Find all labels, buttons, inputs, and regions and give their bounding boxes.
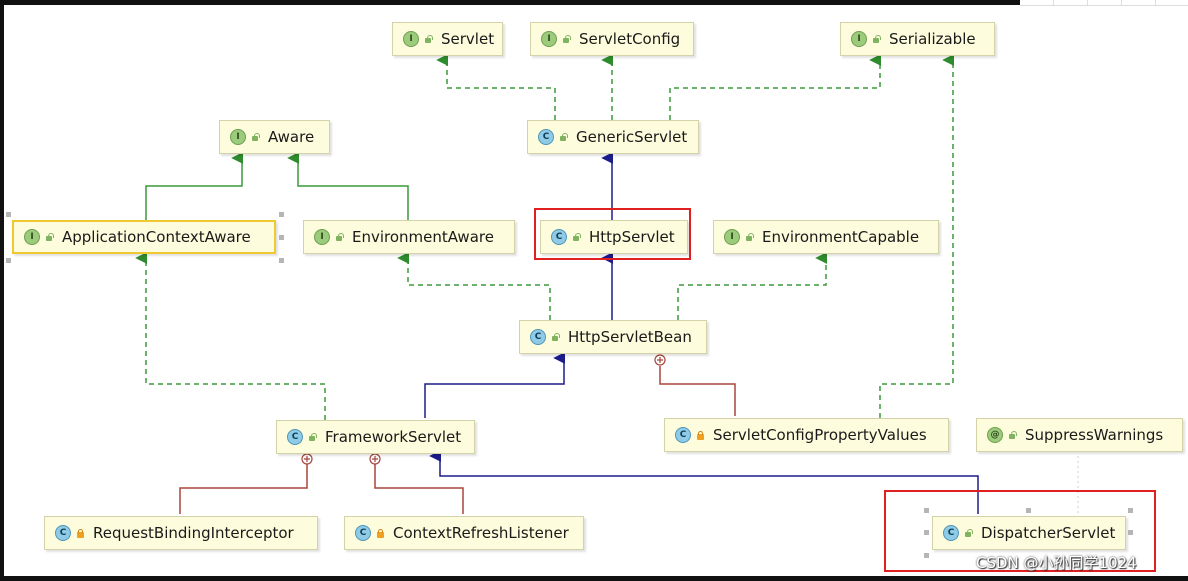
public-icon (424, 34, 433, 44)
class-icon: C (287, 429, 303, 445)
selection-handle[interactable] (924, 553, 929, 558)
private-icon (696, 430, 704, 440)
node-servlet[interactable]: I Servlet (392, 22, 503, 56)
node-aware[interactable]: I Aware (219, 120, 330, 154)
node-label: DispatcherServlet (981, 524, 1116, 542)
class-icon: C (675, 427, 691, 443)
public-icon (964, 528, 973, 538)
interface-icon: I (24, 229, 40, 245)
frame-top-border (0, 0, 1020, 5)
selection-handle[interactable] (1026, 508, 1031, 513)
frame-left-border (0, 0, 4, 581)
selection-handle[interactable] (6, 212, 11, 217)
class-icon: C (55, 525, 71, 541)
edge-generic-to-serializable (669, 54, 882, 120)
node-http-servlet-bean[interactable]: C HttpServletBean (519, 320, 707, 354)
node-environment-aware[interactable]: I EnvironmentAware (303, 220, 515, 254)
selection-handle[interactable] (924, 508, 929, 513)
interface-icon: I (314, 229, 330, 245)
node-generic-servlet[interactable]: C GenericServlet (527, 120, 699, 154)
node-label: ServletConfig (579, 30, 681, 48)
node-servlet-config[interactable]: I ServletConfig (530, 22, 694, 56)
edge-crl-inner-of-framework (374, 464, 464, 514)
node-serializable[interactable]: I Serializable (840, 22, 995, 56)
corner-grid (1020, 0, 1188, 6)
node-label: Aware (268, 128, 315, 146)
node-label: Servlet (441, 30, 495, 48)
public-icon (308, 432, 317, 442)
private-icon (376, 528, 384, 538)
interface-icon: I (724, 229, 740, 245)
inner-class-marker-bean (654, 354, 666, 366)
edge-rbi-inner-of-framework (179, 464, 308, 514)
node-http-servlet[interactable]: C HttpServlet (540, 220, 688, 254)
public-icon (872, 34, 881, 44)
interface-icon: I (230, 129, 246, 145)
node-dispatcher-servlet[interactable]: C DispatcherServlet (932, 516, 1126, 550)
class-icon: C (530, 329, 546, 345)
frame-bottom-border (0, 576, 1188, 581)
selection-handle[interactable] (279, 212, 284, 217)
interface-icon: I (851, 31, 867, 47)
node-label: HttpServletBean (568, 328, 692, 346)
node-label: GenericServlet (576, 128, 688, 146)
public-icon (1008, 430, 1017, 440)
node-environment-capable[interactable]: I EnvironmentCapable (713, 220, 939, 254)
interface-icon: I (403, 31, 419, 47)
edge-framework-to-bean (424, 352, 566, 418)
node-suppress-warnings[interactable]: @ SuppressWarnings (976, 418, 1183, 452)
edge-generic-to-servlet (436, 54, 556, 120)
public-icon (551, 332, 560, 342)
public-icon (559, 132, 568, 142)
watermark: CSDN @小孙同学1024 (976, 554, 1137, 572)
class-icon: C (943, 525, 959, 541)
selection-handle[interactable] (1128, 508, 1133, 513)
node-label: ContextRefreshListener (393, 524, 569, 542)
node-label: ApplicationContextAware (62, 228, 251, 246)
public-icon (251, 132, 260, 142)
node-application-context-aware[interactable]: I ApplicationContextAware (12, 220, 276, 254)
selection-handle[interactable] (1128, 530, 1133, 535)
inner-class-marker-rbi (301, 453, 313, 465)
edge-bean-to-envcapable (677, 252, 828, 320)
edge-scpv-inner-of-bean (659, 366, 736, 416)
node-label: HttpServlet (589, 228, 675, 246)
node-label: ServletConfigPropertyValues (713, 426, 927, 444)
node-label: SuppressWarnings (1025, 426, 1164, 444)
public-icon (335, 232, 344, 242)
node-servlet-config-property-values[interactable]: C ServletConfigPropertyValues (664, 418, 949, 452)
edge-appctxaware-to-aware (145, 152, 244, 220)
annotation-icon: @ (987, 427, 1003, 443)
public-icon (562, 34, 571, 44)
inner-class-marker-crl (369, 453, 381, 465)
node-request-binding-interceptor[interactable]: C RequestBindingInterceptor (44, 516, 318, 550)
class-icon: C (551, 229, 567, 245)
selection-handle[interactable] (279, 258, 284, 263)
node-label: RequestBindingInterceptor (93, 524, 294, 542)
node-label: Serializable (889, 30, 976, 48)
edge-framework-to-appctxaware (135, 252, 326, 420)
edge-dispatcher-to-framework (429, 450, 979, 514)
edge-bean-to-envaware (397, 252, 551, 320)
selection-handle[interactable] (279, 235, 284, 240)
highlight-box-dispatcher-servlet (884, 490, 1156, 572)
node-context-refresh-listener[interactable]: C ContextRefreshListener (344, 516, 584, 550)
interface-icon: I (541, 31, 557, 47)
highlight-box-http-servlet (534, 208, 691, 260)
node-label: EnvironmentCapable (762, 228, 920, 246)
public-icon (45, 232, 54, 242)
selection-handle[interactable] (6, 258, 11, 263)
node-label: EnvironmentAware (352, 228, 494, 246)
edge-envaware-to-aware (287, 152, 409, 220)
node-label: FrameworkServlet (325, 428, 462, 446)
selection-handle[interactable] (924, 530, 929, 535)
node-framework-servlet[interactable]: C FrameworkServlet (276, 420, 475, 454)
class-icon: C (355, 525, 371, 541)
class-icon: C (538, 129, 554, 145)
public-icon (572, 232, 581, 242)
private-icon (76, 528, 84, 538)
public-icon (745, 232, 754, 242)
